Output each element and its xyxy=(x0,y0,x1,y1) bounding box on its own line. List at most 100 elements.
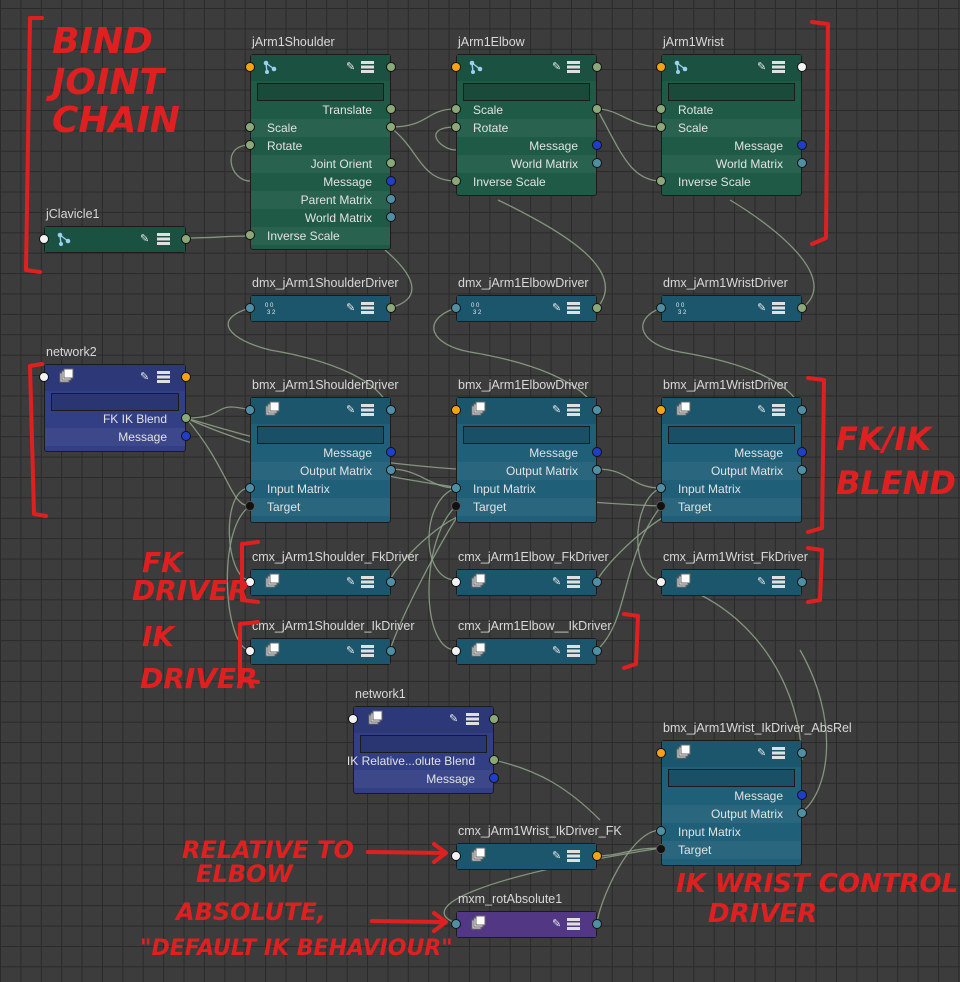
attr-row[interactable]: World Matrix xyxy=(457,155,596,173)
pin-icon[interactable]: ✎ xyxy=(346,61,356,73)
plug[interactable] xyxy=(386,176,396,186)
pin-icon[interactable]: ✎ xyxy=(757,404,767,416)
input-plug[interactable] xyxy=(451,303,461,313)
attribute-display-icon[interactable] xyxy=(772,576,785,588)
output-plug[interactable] xyxy=(592,577,602,587)
pin-icon[interactable]: ✎ xyxy=(552,404,562,416)
attr-row[interactable]: Message xyxy=(323,446,372,460)
attr-row[interactable]: World Matrix xyxy=(662,155,801,173)
input-plug[interactable] xyxy=(39,234,49,244)
plug[interactable] xyxy=(386,447,396,457)
plug[interactable] xyxy=(245,483,255,493)
input-plug[interactable] xyxy=(451,919,461,929)
pin-icon[interactable]: ✎ xyxy=(757,61,767,73)
name-field[interactable] xyxy=(257,426,384,444)
attr-row[interactable]: Message xyxy=(734,139,783,153)
node-cmx_jArm1Shoulder_FkDriver[interactable]: cmx_jArm1Shoulder_FkDriver ✎ xyxy=(245,550,419,596)
pin-icon[interactable]: ✎ xyxy=(346,645,356,657)
node-mxm_rotAbsolute1[interactable]: mxm_rotAbsolute1 ✎ xyxy=(451,892,602,938)
pin-icon[interactable]: ✎ xyxy=(552,918,562,930)
node-jArm1Shoulder[interactable]: jArm1Shoulder Translate Scale Rotate Joi… xyxy=(245,35,396,250)
plug[interactable] xyxy=(451,176,461,186)
output-plug[interactable] xyxy=(592,851,602,861)
output-plug[interactable] xyxy=(797,62,807,72)
attr-row[interactable]: Translate xyxy=(322,103,372,117)
attr-row[interactable]: Output Matrix xyxy=(457,462,596,480)
attr-row[interactable]: Target xyxy=(662,841,801,859)
node-cmx_jArm1Elbow__IkDriver[interactable]: cmx_jArm1Elbow__IkDriver ✎ xyxy=(451,619,612,665)
name-field[interactable] xyxy=(51,393,179,411)
attr-row[interactable]: World Matrix xyxy=(304,211,372,225)
output-plug[interactable] xyxy=(592,62,602,72)
plug[interactable] xyxy=(386,194,396,204)
input-plug[interactable] xyxy=(656,748,666,758)
plug[interactable] xyxy=(451,483,461,493)
plug[interactable] xyxy=(245,501,255,511)
node-jArm1Elbow[interactable]: jArm1Elbow Scale Rotate Message World Ma… xyxy=(451,35,602,196)
name-field[interactable] xyxy=(463,426,590,444)
attribute-display-icon[interactable] xyxy=(361,645,374,657)
plug[interactable] xyxy=(592,158,602,168)
input-plug[interactable] xyxy=(245,62,255,72)
plug[interactable] xyxy=(797,140,807,150)
attr-row[interactable]: Message xyxy=(734,789,783,803)
attribute-display-icon[interactable] xyxy=(361,61,374,73)
name-field[interactable] xyxy=(257,83,384,101)
name-field[interactable] xyxy=(668,426,795,444)
attr-row[interactable]: Joint Orient xyxy=(251,155,390,173)
output-plug[interactable] xyxy=(797,303,807,313)
attribute-display-icon[interactable] xyxy=(567,61,580,73)
name-field[interactable] xyxy=(668,769,795,787)
attr-row[interactable]: Inverse Scale xyxy=(473,175,546,189)
output-plug[interactable] xyxy=(592,919,602,929)
output-plug[interactable] xyxy=(797,748,807,758)
plug[interactable] xyxy=(451,501,461,511)
node-bmx_jArm1Wrist_IkDriver_AbsRel[interactable]: bmx_jArm1Wrist_IkDriver_AbsRel Message O… xyxy=(656,721,852,866)
plug[interactable] xyxy=(656,501,666,511)
attribute-display-icon[interactable] xyxy=(567,918,580,930)
attribute-display-icon[interactable] xyxy=(157,233,170,245)
attribute-display-icon[interactable] xyxy=(772,404,785,416)
attribute-display-icon[interactable] xyxy=(361,302,374,314)
attr-row[interactable]: Target xyxy=(457,498,596,516)
output-plug[interactable] xyxy=(489,714,499,724)
plug[interactable] xyxy=(386,212,396,222)
plug[interactable] xyxy=(489,755,499,765)
attribute-display-icon[interactable] xyxy=(772,302,785,314)
plug[interactable] xyxy=(386,158,396,168)
attr-row[interactable]: Inverse Scale xyxy=(678,175,751,189)
attr-row[interactable]: Message xyxy=(323,175,372,189)
pin-icon[interactable]: ✎ xyxy=(757,576,767,588)
input-plug[interactable] xyxy=(245,577,255,587)
plug[interactable] xyxy=(489,773,499,783)
input-plug[interactable] xyxy=(451,577,461,587)
attr-row[interactable]: Input Matrix xyxy=(678,482,741,496)
node-cmx_jArm1Wrist_FkDriver[interactable]: cmx_jArm1Wrist_FkDriver ✎ xyxy=(656,550,808,596)
input-plug[interactable] xyxy=(348,714,358,724)
pin-icon[interactable]: ✎ xyxy=(757,747,767,759)
input-plug[interactable] xyxy=(656,303,666,313)
plug[interactable] xyxy=(245,230,255,240)
pin-icon[interactable]: ✎ xyxy=(552,850,562,862)
input-plug[interactable] xyxy=(451,405,461,415)
plug[interactable] xyxy=(797,158,807,168)
name-field[interactable] xyxy=(463,83,590,101)
attr-row[interactable]: Message xyxy=(354,770,493,788)
plug[interactable] xyxy=(656,104,666,114)
attribute-display-icon[interactable] xyxy=(567,850,580,862)
output-plug[interactable] xyxy=(386,405,396,415)
pin-icon[interactable]: ✎ xyxy=(346,302,356,314)
input-plug[interactable] xyxy=(451,851,461,861)
attribute-display-icon[interactable] xyxy=(567,645,580,657)
attr-row[interactable]: Rotate xyxy=(678,103,714,117)
node-bmx_jArm1WristDriver[interactable]: bmx_jArm1WristDriver Message Output Matr… xyxy=(656,378,807,523)
plug[interactable] xyxy=(181,413,191,423)
output-plug[interactable] xyxy=(386,577,396,587)
plug[interactable] xyxy=(656,176,666,186)
attr-row[interactable]: Message xyxy=(734,446,783,460)
pin-icon[interactable]: ✎ xyxy=(346,404,356,416)
pin-icon[interactable]: ✎ xyxy=(346,576,356,588)
